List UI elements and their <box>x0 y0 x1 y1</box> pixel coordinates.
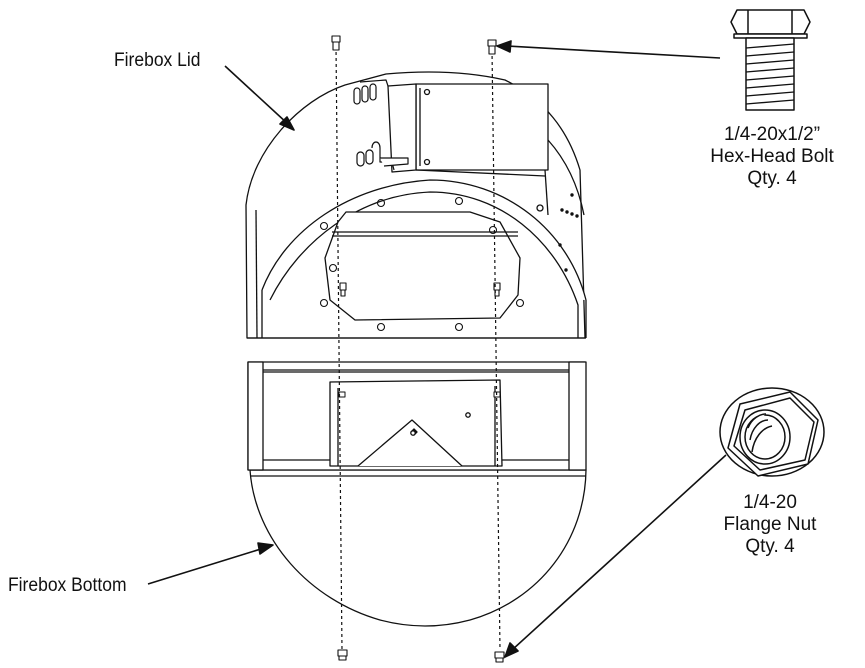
loose-nuts-bottom <box>337 649 505 663</box>
bolt-spec: 1/4-20x1/2” <box>723 124 821 145</box>
nut-name: Flange Nut <box>723 514 817 535</box>
leader-arrows <box>147 40 727 658</box>
firebox-lid <box>245 71 587 339</box>
flange-nut-icon <box>719 387 825 477</box>
firebox-bottom-label: Firebox Bottom <box>8 575 127 596</box>
hex-head-bolt-label: 1/4-20x1/2” Hex-Head Bolt Qty. 4 <box>684 124 860 190</box>
nut-spec: 1/4-20 <box>743 492 797 513</box>
nut-qty: Qty. 4 <box>745 536 795 557</box>
assembly-axes <box>335 45 501 651</box>
bolt-qty: Qty. 4 <box>747 168 797 189</box>
firebox-bottom <box>247 361 587 627</box>
loose-bolts-top <box>331 35 497 55</box>
firebox-lid-label: Firebox Lid <box>114 50 201 71</box>
bolt-name: Hex-Head Bolt <box>710 146 834 167</box>
flange-nut-label: 1/4-20 Flange Nut Qty. 4 <box>690 492 850 558</box>
hex-head-bolt-icon <box>730 9 811 111</box>
